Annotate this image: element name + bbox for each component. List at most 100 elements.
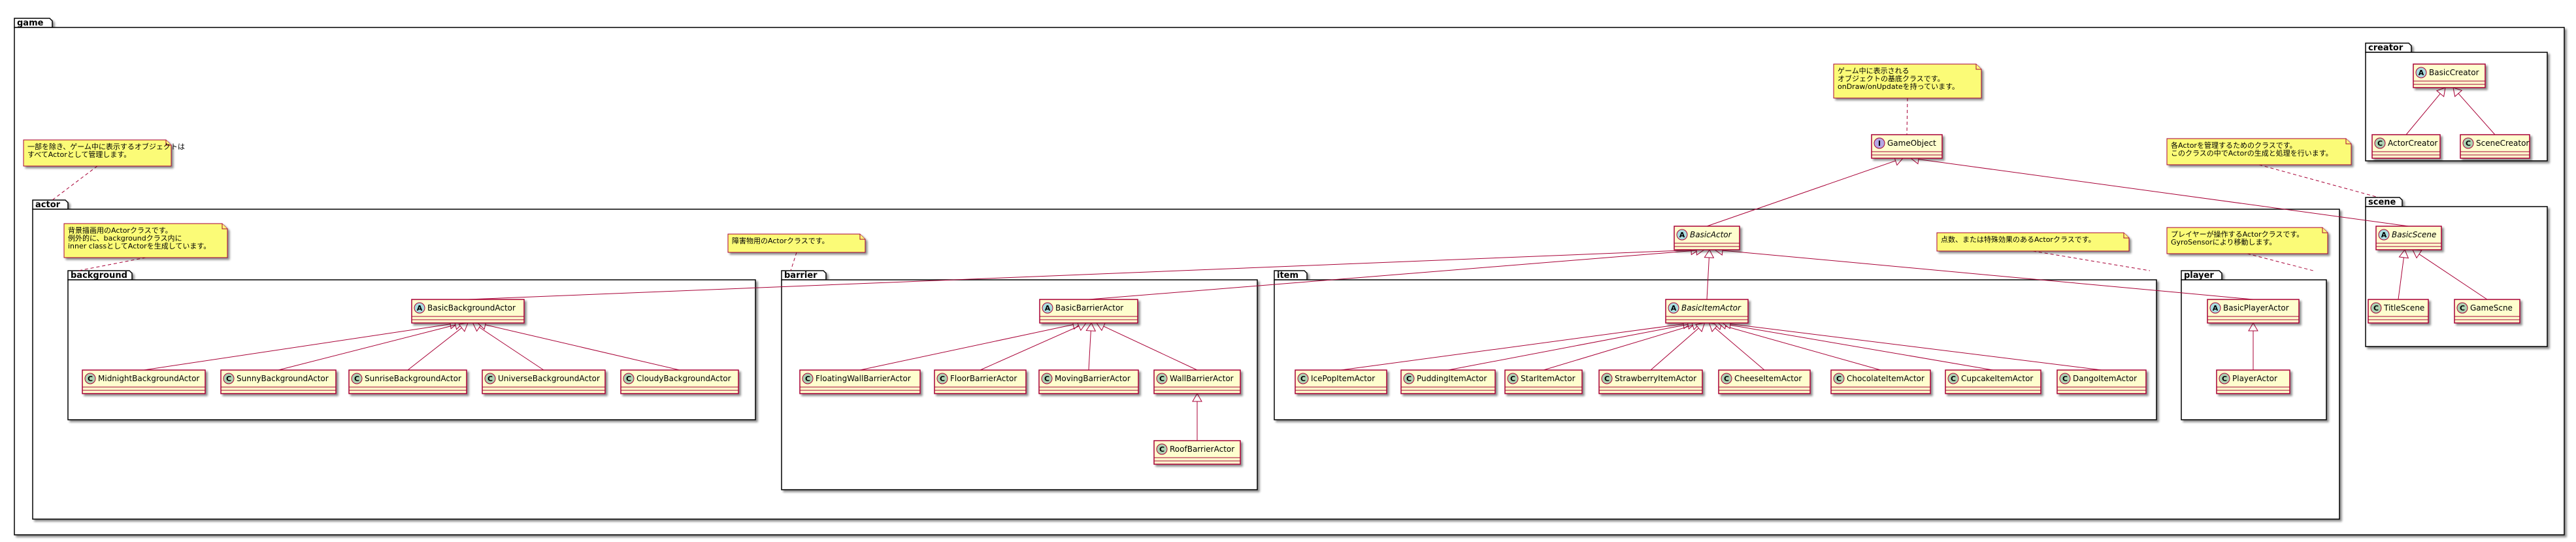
package-label-background: background <box>71 271 127 280</box>
stereotype-icon: C <box>2219 373 2230 384</box>
class-dango-item-actor[interactable]: C DangoItemActor <box>2056 369 2147 394</box>
stereotype-icon: C <box>1721 373 1732 384</box>
class-name: CloudyBackgroundActor <box>636 374 731 383</box>
stereotype-icon: A <box>2415 67 2427 78</box>
stereotype-icon: A <box>1676 229 1688 241</box>
stereotype-icon: C <box>2462 137 2474 149</box>
package-scene: scene <box>2365 197 2548 347</box>
class-moving-barrier-actor[interactable]: C MovingBarrierActor <box>1038 369 1139 394</box>
class-name: MovingBarrierActor <box>1055 374 1131 383</box>
svg-text:C: C <box>2062 375 2068 383</box>
svg-text:C: C <box>2377 139 2383 148</box>
note-player: プレイヤーが操作するActorクラスです。GyroSensorにより移動します。 <box>2166 227 2328 254</box>
svg-text:C: C <box>1044 375 1049 383</box>
stereotype-icon: C <box>1156 443 1168 455</box>
note-game_object: ゲーム中に表示されるオブジェクトの基底クラスです。onDraw/onUpdate… <box>1833 63 1982 99</box>
class-name: BasicScene <box>2392 230 2436 239</box>
stereotype-icon: C <box>2370 302 2382 314</box>
class-name: StrawberryItemActor <box>1615 374 1696 383</box>
note-line: 点数、または特殊効果のあるActorクラスです。 <box>1941 235 2096 244</box>
inheritance-actor_creator <box>2405 87 2446 135</box>
package-label-creator: creator <box>2368 43 2403 53</box>
inheritance-roof_barrier_actor <box>1192 393 1202 441</box>
inheritance-scene_creator <box>2452 87 2496 135</box>
class-pudding-item-actor[interactable]: C PuddingItemActor <box>1400 369 1496 394</box>
stereotype-icon: C <box>223 373 235 384</box>
inheritance-moving_barrier_actor <box>1085 322 1097 371</box>
inheritance-player_actor <box>2248 322 2258 370</box>
stereotype-icon: A <box>2378 229 2390 241</box>
inheritance-title_scene <box>2398 249 2409 300</box>
class-actor-creator[interactable]: C ActorCreator <box>2371 134 2441 159</box>
svg-text:A: A <box>417 304 423 313</box>
package-label-game: game <box>17 18 44 28</box>
stereotype-icon: C <box>84 373 96 384</box>
note-scene: 各Actorを管理するためのクラスです。このクラスの中でActorの生成と処理を… <box>2166 138 2352 165</box>
svg-text:C: C <box>940 375 945 383</box>
svg-text:C: C <box>1406 375 1412 383</box>
stereotype-icon: C <box>623 373 635 384</box>
svg-text:C: C <box>2466 139 2471 148</box>
class-name: MidnightBackgroundActor <box>98 374 199 383</box>
svg-text:A: A <box>1045 304 1051 313</box>
class-name: CheeseItemActor <box>1734 374 1802 383</box>
stereotype-icon: C <box>2456 302 2468 314</box>
note-line: GyroSensorにより移動します。 <box>2171 237 2276 246</box>
class-name: CupcakeItemActor <box>1961 374 2033 383</box>
class-universe-background-actor[interactable]: C UniverseBackgroundActor <box>482 369 606 394</box>
class-name: PlayerActor <box>2232 374 2277 383</box>
svg-text:C: C <box>1510 375 1515 383</box>
class-cupcake-item-actor[interactable]: C CupcakeItemActor <box>1945 369 2041 394</box>
package-item: item <box>1274 270 2157 420</box>
class-basic-barrier-actor[interactable]: A BasicBarrierActor <box>1039 299 1138 324</box>
note-line: オブジェクトの基底クラスです。 <box>1838 74 1945 83</box>
note-line: 背景描画用のActorクラスです。 <box>68 226 173 235</box>
class-ice-pop-item-actor[interactable]: C IcePopItemActor <box>1295 369 1387 394</box>
class-name: BasicBarrierActor <box>1055 303 1123 313</box>
svg-text:A: A <box>1679 231 1685 239</box>
class-name: SunriseBackgroundActor <box>365 374 461 383</box>
class-name: ActorCreator <box>2388 139 2437 148</box>
svg-text:C: C <box>487 375 493 383</box>
stereotype-icon: C <box>1403 373 1415 384</box>
class-name: FloorBarrierActor <box>950 374 1017 383</box>
inheritance-sunrise_background_actor <box>407 322 469 371</box>
class-name: PuddingItemActor <box>1417 374 1487 383</box>
class-floor-barrier-actor[interactable]: C FloorBarrierActor <box>934 369 1027 394</box>
stereotype-icon: C <box>936 373 948 384</box>
package-label-player: player <box>2184 271 2214 280</box>
svg-text:C: C <box>1951 375 1956 383</box>
class-name: GameScne <box>2470 303 2513 313</box>
stereotype-icon: C <box>2374 137 2386 149</box>
class-name: IcePopItemActor <box>1311 374 1375 383</box>
note-line: inner classとしてActorを生成しています。 <box>68 241 210 250</box>
svg-text:C: C <box>1300 375 1306 383</box>
class-name: DangoItemActor <box>2073 374 2137 383</box>
class-name: RoofBarrierActor <box>1170 445 1234 454</box>
class-name: UniverseBackgroundActor <box>498 374 600 383</box>
note-line: このクラスの中でActorの生成と処理を行います。 <box>2171 148 2333 158</box>
